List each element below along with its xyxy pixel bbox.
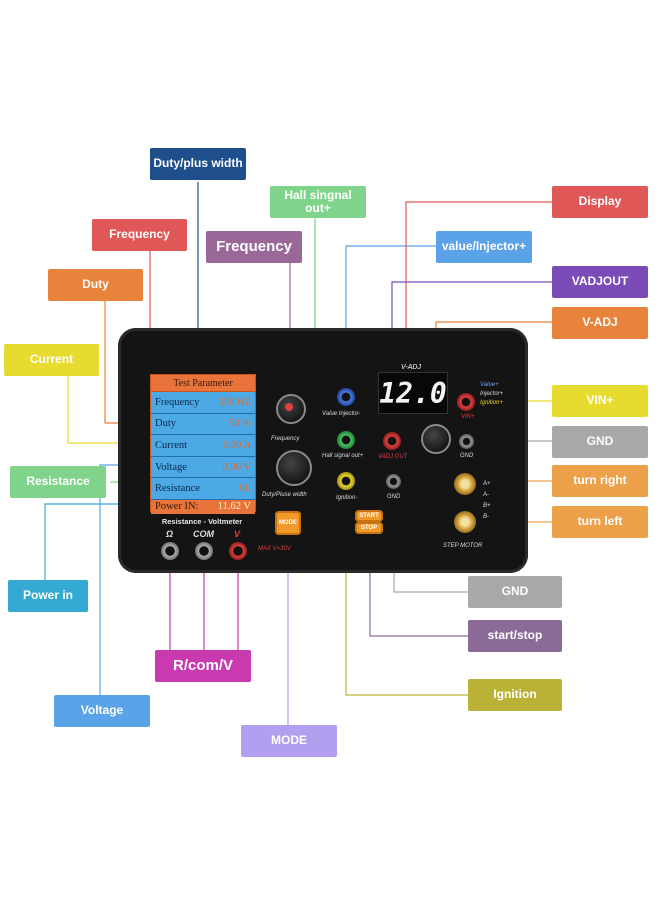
callout-hall-signal-out: Hall singnal out+ (270, 186, 366, 218)
callout-display: Display (552, 186, 648, 218)
lcd-row-label: Current (155, 439, 188, 451)
mode-button[interactable]: MODE (275, 511, 301, 535)
callout-vin-plus: VIN+ (552, 385, 648, 417)
callout-gnd-right: GND (552, 426, 648, 458)
vadj-out-label: VADJ OUT (378, 454, 408, 460)
value-injector-label: Value Injector- (322, 411, 361, 417)
vin-tag: Injector+ (480, 391, 504, 397)
ignition-label: Ignition- (336, 495, 358, 501)
resistance-voltmeter-title: Resistance - Voltmeter (161, 516, 243, 526)
callout-frequency: Frequency (92, 219, 187, 251)
callout-power-in: Power in (8, 580, 88, 612)
lcd-row-value: 0.00 V (222, 461, 251, 473)
turn-right-jack[interactable] (454, 473, 476, 495)
gnd-jack[interactable] (386, 474, 401, 489)
vin-jack[interactable] (457, 393, 475, 411)
callout-vadjout: VADJOUT (552, 266, 648, 298)
vin-tag: Value+ (480, 382, 499, 388)
callout-mode: MODE (241, 725, 337, 757)
callout-turn-left: turn left (552, 506, 648, 538)
lcd-row-current: Current 0.00 A (151, 435, 255, 457)
turn-left-jack[interactable] (454, 511, 476, 533)
lcd-screen: Test Parameter Frequency 259 HZ Duty 50 … (150, 374, 256, 514)
com-label: COM (193, 529, 214, 539)
hall-signal-jack[interactable] (337, 431, 355, 449)
gnd-label: GND (387, 494, 401, 500)
lcd-row-value: 0L (239, 483, 251, 495)
lcd-row-duty: Duty 50 % (151, 414, 255, 436)
knob-indicator (285, 403, 293, 411)
lcd-row-label: Frequency (155, 396, 200, 408)
vadj-knob[interactable] (421, 424, 451, 454)
lcd-row-value: 50 % (229, 418, 251, 430)
motor-pin-label: A- (483, 492, 489, 498)
callout-ignition: Ignition (468, 679, 562, 711)
callout-voltage: Voltage (54, 695, 150, 727)
hall-signal-label: Hall signal out+ (322, 453, 364, 459)
lcd-row-label: Power IN: (155, 501, 199, 513)
stop-button[interactable]: STOP (355, 522, 383, 534)
v-label: V (234, 529, 241, 539)
callout-start-stop: start/stop (468, 620, 562, 652)
vin-label: VIN+ (461, 414, 475, 420)
callout-duty-plus-width: Duty/plus width (150, 148, 246, 180)
start-button[interactable]: START (355, 510, 383, 522)
lcd-row-label: Resistance (155, 483, 200, 495)
callout-turn-right: turn right (552, 465, 648, 497)
vadj-title: V-ADJ (401, 364, 421, 371)
max-voltage-label: MAX V=30V (258, 546, 291, 552)
value-injector-jack[interactable] (337, 388, 355, 406)
lcd-row-frequency: Frequency 259 HZ (151, 392, 255, 414)
callout-resistance: Resistance (10, 466, 106, 498)
lcd-row-value: 259 HZ (218, 396, 251, 408)
lcd-row-label: Duty (155, 418, 176, 430)
vadj-out-jack[interactable] (383, 432, 401, 450)
callout-gnd-bottom: GND (468, 576, 562, 608)
lcd-row-resistance: Resistance 0L (151, 478, 255, 500)
gnd-jack[interactable] (459, 434, 474, 449)
lcd-row-label: Voltage (155, 461, 187, 473)
ohm-label: Ω (166, 529, 174, 539)
gnd-label: GND (460, 453, 474, 459)
callout-current: Current (4, 344, 99, 376)
duty-knob-label: Duty/Pluse width (262, 492, 307, 498)
lcd-row-value: 11.62 V (217, 501, 251, 513)
callout-value-injector: value/Injector+ (436, 231, 532, 263)
lcd-row-value: 0.00 A (222, 439, 251, 451)
lcd-row-power: Power IN: 11.62 V (151, 499, 255, 514)
ohm-jack[interactable] (161, 542, 179, 560)
vin-tag: Ignition+ (480, 400, 503, 406)
callout-r-com-v: R/com/V (155, 650, 251, 682)
motor-pin-label: B- (483, 514, 489, 520)
callout-v-adj: V-ADJ (552, 307, 648, 339)
lcd-row-voltage: Voltage 0.00 V (151, 457, 255, 479)
com-jack[interactable] (195, 542, 213, 560)
callout-duty: Duty (48, 269, 143, 301)
duty-knob[interactable] (276, 450, 312, 486)
ignition-jack[interactable] (337, 472, 355, 490)
v-jack[interactable] (229, 542, 247, 560)
frequency-knob-label: Frequency (271, 436, 300, 442)
callout-frequency-knob: Frequency (206, 231, 302, 263)
voltage-display: 12.0 (378, 372, 448, 414)
motor-pin-label: A+ (483, 481, 491, 487)
lcd-title: Test Parameter (151, 375, 255, 392)
step-motor-label: STEP MOTOR (443, 543, 483, 549)
motor-pin-label: B+ (483, 503, 491, 509)
